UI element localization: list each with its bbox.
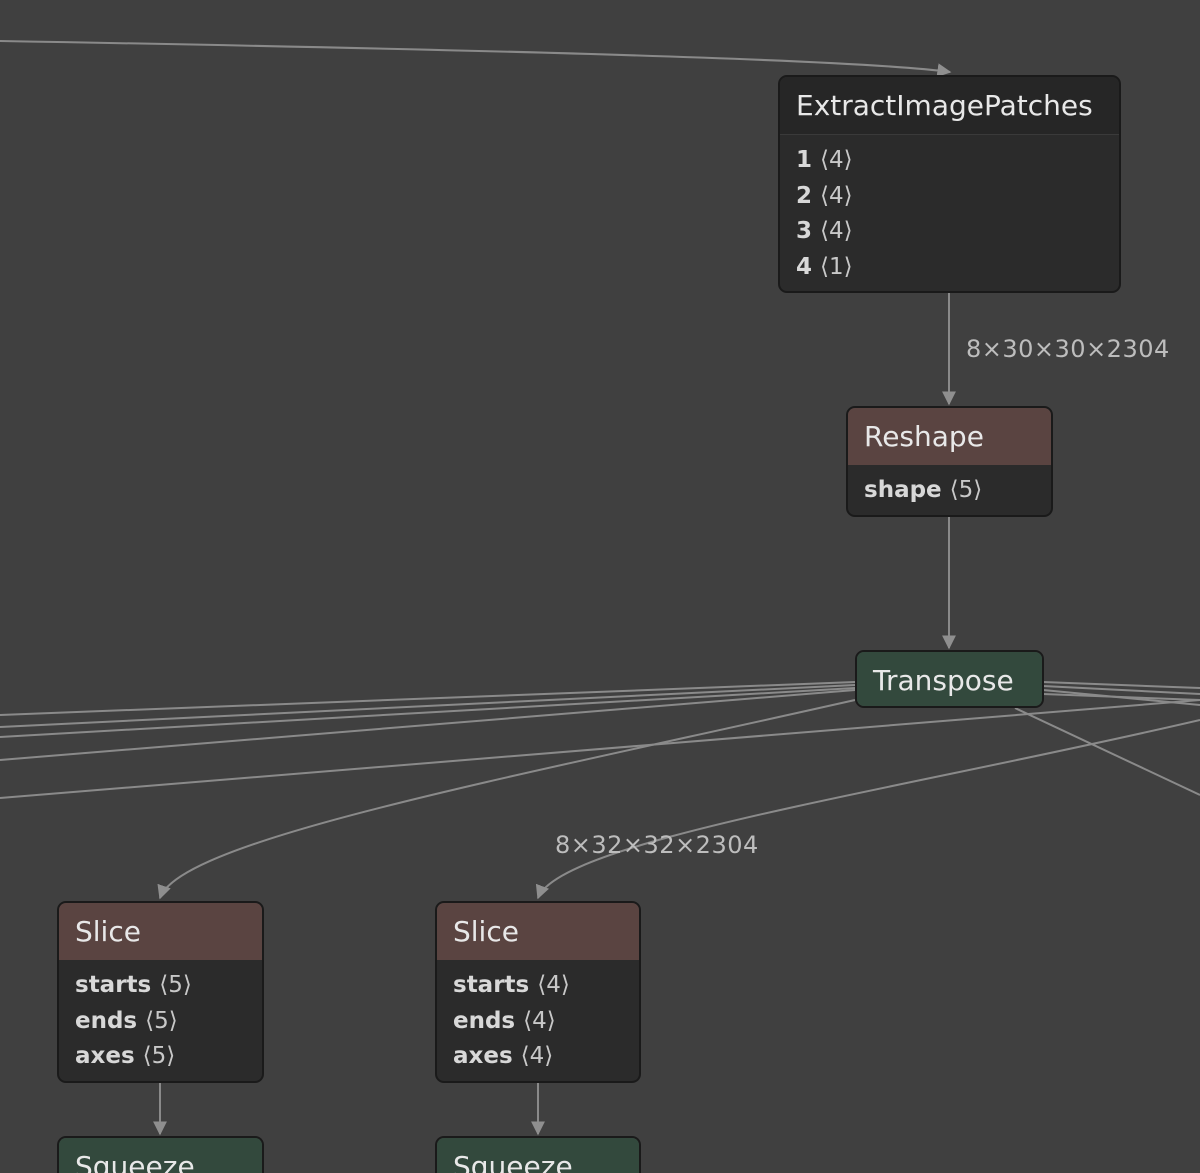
edge-transpose-slice-left <box>157 699 856 900</box>
node-attributes: 1 ⟨4⟩ 2 ⟨4⟩ 3 ⟨4⟩ 4 ⟨1⟩ <box>780 135 1119 285</box>
attr-value: ⟨4⟩ <box>537 972 570 998</box>
edge-transpose-right-2 <box>1042 685 1200 695</box>
node-title: Slice <box>437 903 639 960</box>
attr-key: axes <box>75 1043 135 1070</box>
node-title: Reshape <box>848 408 1051 465</box>
node-attributes: starts⟨5⟩ ends⟨5⟩ axes⟨5⟩ <box>59 960 262 1075</box>
node-squeeze-right[interactable]: Squeeze <box>435 1136 641 1173</box>
edge-transpose-diag <box>1014 707 1200 796</box>
attr-row: 4 ⟨1⟩ <box>796 250 1103 286</box>
attr-value: ⟨1⟩ <box>820 253 853 280</box>
attr-value: ⟨4⟩ <box>820 218 853 245</box>
edge-transpose-slice-right <box>535 719 1200 900</box>
node-transpose[interactable]: Transpose <box>855 650 1044 708</box>
attr-value: ⟨4⟩ <box>523 1007 556 1034</box>
node-squeeze-left[interactable]: Squeeze <box>57 1136 264 1173</box>
attr-row: ends ⟨5⟩ <box>75 1004 246 1040</box>
attr-key: starts <box>75 972 152 998</box>
attr-row: 3 ⟨4⟩ <box>796 214 1103 250</box>
edge-label-transpose-slice: 8×32×32×2304 <box>555 831 759 859</box>
edge-transpose-left-3 <box>0 687 856 738</box>
node-title: Transpose <box>857 652 1042 706</box>
attr-row: starts ⟨4⟩ <box>453 968 623 1004</box>
edge-label-extract-reshape: 8×30×30×2304 <box>966 335 1170 363</box>
node-reshape[interactable]: Reshape shape ⟨5⟩ <box>846 406 1053 517</box>
attr-row: 1 ⟨4⟩ <box>796 143 1103 179</box>
attr-key: ends <box>75 1007 138 1034</box>
attr-key: 4 <box>796 253 813 280</box>
node-slice-right[interactable]: Slice starts⟨4⟩ ends⟨4⟩ axes⟨4⟩ <box>435 901 641 1083</box>
attr-row: starts ⟨5⟩ <box>75 968 246 1004</box>
attr-value: ⟨4⟩ <box>820 182 853 209</box>
edge-transpose-left-5 <box>0 699 1200 799</box>
attr-key: 2 <box>796 182 813 209</box>
attr-key: ends <box>453 1007 516 1034</box>
node-extract-image-patches[interactable]: ExtractImagePatches 1 ⟨4⟩ 2 ⟨4⟩ 3 ⟨4⟩ 4 ⟨1⟩ <box>778 75 1121 293</box>
node-slice-left[interactable]: Slice starts⟨5⟩ ends⟨5⟩ axes⟨5⟩ <box>57 901 264 1083</box>
attr-value: ⟨5⟩ <box>949 477 983 503</box>
attr-row: 2 ⟨4⟩ <box>796 179 1103 215</box>
edge-transpose-right-1 <box>1042 681 1200 689</box>
attr-key: 3 <box>796 218 813 245</box>
node-title: Squeeze <box>437 1138 639 1173</box>
edge-transpose-right-4 <box>1042 693 1200 701</box>
attr-value: ⟨5⟩ <box>159 972 192 998</box>
attr-key: 1 <box>796 147 813 173</box>
attr-row: shape ⟨5⟩ <box>864 473 1035 509</box>
edge-transpose-left-1 <box>0 681 856 716</box>
attr-key: axes <box>453 1043 513 1070</box>
edge-transpose-left-4 <box>0 689 856 761</box>
node-attributes: starts⟨4⟩ ends⟨4⟩ axes⟨4⟩ <box>437 960 639 1075</box>
edge-transpose-left-2 <box>0 684 856 728</box>
edge-into-extract <box>0 40 952 78</box>
attr-key: shape <box>864 477 942 503</box>
node-attributes: shape ⟨5⟩ <box>848 465 1051 509</box>
attr-value: ⟨5⟩ <box>145 1007 178 1034</box>
attr-row: axes ⟨5⟩ <box>75 1039 246 1075</box>
attr-value: ⟨4⟩ <box>820 147 853 173</box>
attr-row: ends ⟨4⟩ <box>453 1004 623 1040</box>
attr-row: axes ⟨4⟩ <box>453 1039 623 1075</box>
attr-key: starts <box>453 972 530 998</box>
node-title: ExtractImagePatches <box>780 77 1119 135</box>
node-title: Squeeze <box>59 1138 262 1173</box>
node-title: Slice <box>59 903 262 960</box>
attr-value: ⟨5⟩ <box>142 1043 176 1070</box>
attr-value: ⟨4⟩ <box>520 1043 554 1070</box>
